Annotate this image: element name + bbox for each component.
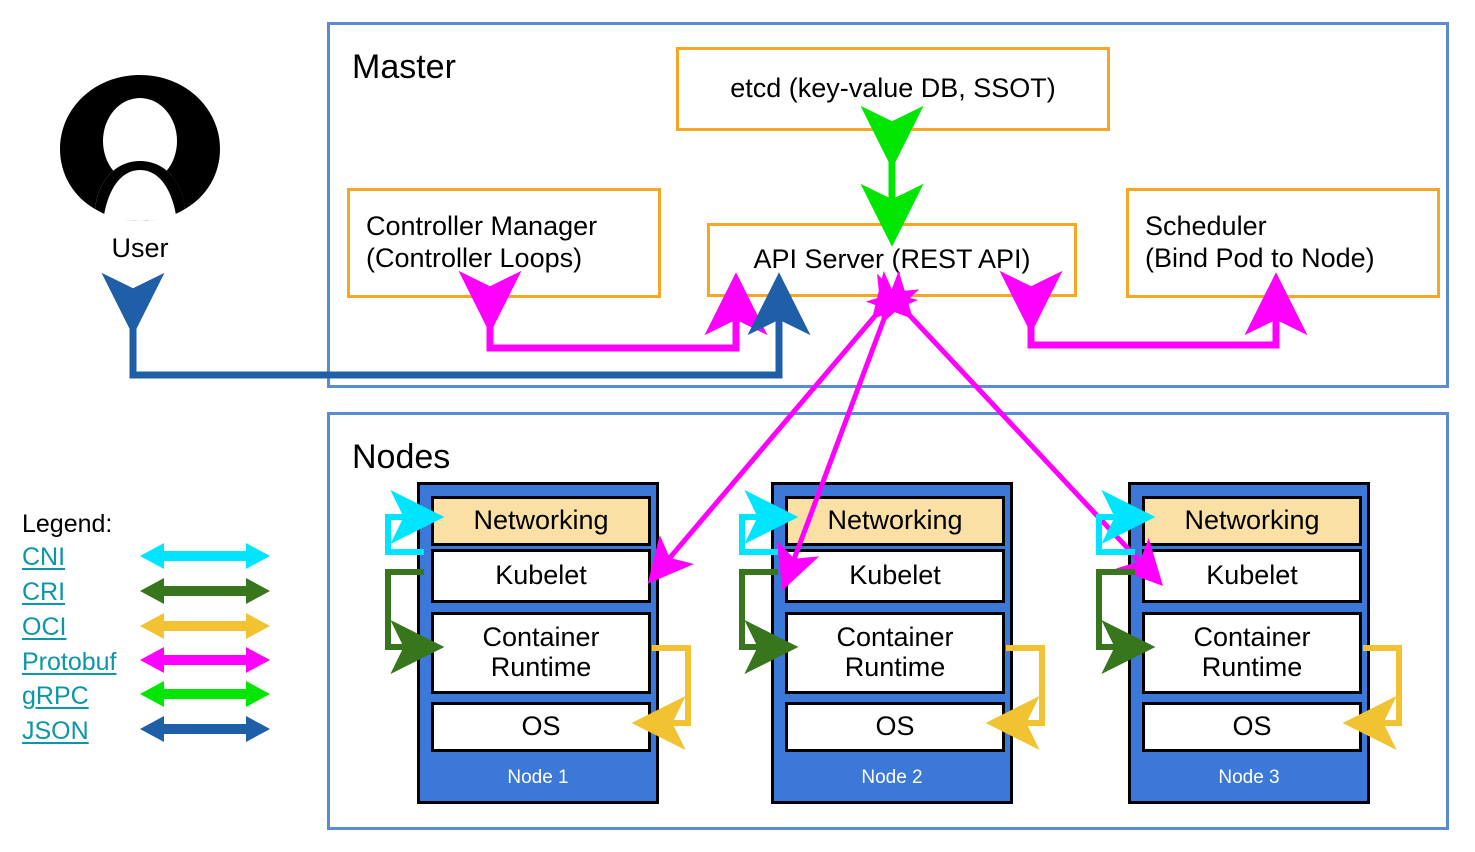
node-3-layer-os[interactable]: OS [1142, 702, 1362, 752]
node-2-layer-container-runtime[interactable]: Container Runtime [785, 612, 1005, 694]
node-1-name: Node 1 [507, 767, 569, 788]
etcd-label: etcd (key-value DB, SSOT) [730, 73, 1056, 104]
legend-swatch-json [140, 716, 270, 742]
connector-protobuf-scheduler-apiserver [999, 270, 1308, 349]
legend-swatch-grpc [140, 681, 270, 707]
node-2-container-runtime-label: Container Runtime [836, 622, 954, 682]
master-group-title: Master [352, 48, 456, 86]
node-2-os-label: OS [875, 711, 915, 742]
connector-cri-node2 [739, 569, 799, 674]
node-1-layer-networking[interactable]: Networking [431, 496, 651, 546]
node-2-name: Node 2 [861, 767, 923, 788]
legend-title: Legend: [22, 510, 113, 538]
node-3-container-runtime-label: Container Runtime [1193, 622, 1311, 682]
node-3-networking-label: Networking [1184, 505, 1320, 536]
node-3-os-label: OS [1232, 711, 1272, 742]
connector-oci-node2 [985, 645, 1045, 750]
node-3-name: Node 3 [1218, 767, 1280, 788]
legend-item-json[interactable]: JSON [22, 717, 89, 745]
node-1-layer-os[interactable]: OS [431, 702, 651, 752]
connector-cri-node1 [385, 569, 445, 674]
node-1-layer-container-runtime[interactable]: Container Runtime [431, 612, 651, 694]
node-3-layer-container-runtime[interactable]: Container Runtime [1142, 612, 1362, 694]
legend-arrow-swatches [140, 543, 270, 742]
scheduler-label: Scheduler (Bind Pod to Node) [1145, 211, 1375, 273]
connector-oci-node3 [1342, 645, 1402, 750]
node-1-container-runtime-label: Container Runtime [482, 622, 600, 682]
connector-protobuf-controllermanager-apiserver [458, 270, 768, 352]
controller-manager-label: Controller Manager (Controller Loops) [366, 211, 598, 273]
master-box-etcd[interactable]: etcd (key-value DB, SSOT) [676, 47, 1110, 131]
node-3-kubelet-label: Kubelet [1206, 560, 1298, 591]
api-server-label: API Server (REST API) [753, 244, 1031, 275]
node-card-1[interactable]: Networking Kubelet Container Runtime OS … [417, 482, 659, 804]
legend-swatch-oci [140, 613, 270, 639]
connector-protobuf-apiserver-node2-kubelet [776, 273, 920, 591]
connector-oci-node1 [631, 645, 691, 750]
node-1-kubelet-label: Kubelet [495, 560, 587, 591]
user-avatar-icon [60, 75, 220, 221]
legend-item-grpc[interactable]: gRPC [22, 682, 89, 710]
legend-swatch-cri [140, 578, 270, 604]
legend-item-cni[interactable]: CNI [22, 543, 66, 571]
node-3-layer-networking[interactable]: Networking [1142, 496, 1362, 546]
legend-item-oci[interactable]: OCI [22, 613, 67, 641]
legend-swatch-cni [140, 543, 270, 569]
connector-cni-node1 [385, 490, 445, 555]
node-1-os-label: OS [521, 711, 561, 742]
connector-protobuf-apiserver-node1-kubelet [647, 270, 919, 584]
connector-json-user-apiserver [101, 272, 811, 379]
connector-cri-node3 [1096, 569, 1156, 674]
connector-cni-node2 [739, 490, 799, 555]
node-1-layer-kubelet[interactable]: Kubelet [431, 549, 651, 603]
legend-swatch-protobuf [140, 647, 270, 673]
legend-item-cri[interactable]: CRI [22, 578, 66, 606]
node-1-networking-label: Networking [473, 505, 609, 536]
user-figure: User [60, 75, 220, 275]
user-label: User [111, 233, 169, 263]
connector-cni-node3 [1096, 490, 1156, 555]
legend-item-protobuf[interactable]: Protobuf [22, 648, 117, 676]
node-2-layer-os[interactable]: OS [785, 702, 1005, 752]
nodes-group-title: Nodes [352, 438, 451, 476]
